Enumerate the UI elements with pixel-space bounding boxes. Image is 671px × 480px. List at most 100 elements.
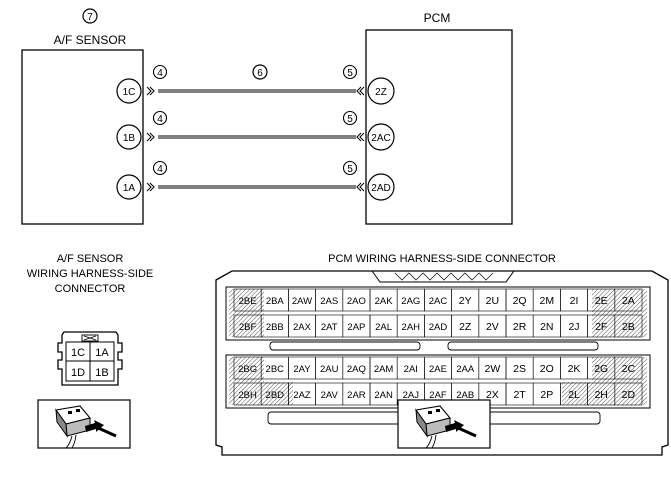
pcm-box	[365, 29, 513, 225]
svg-text:1C: 1C	[123, 87, 136, 98]
pcm-pin-label: 2M	[540, 295, 555, 307]
pcm-pin-label: 2E	[595, 295, 608, 307]
svg-text:4: 4	[157, 68, 163, 79]
pcm-pin-cell	[614, 314, 643, 338]
pcm-pin-label: 2P	[540, 389, 553, 401]
pcm-pin-label: 2Z	[459, 321, 472, 333]
sensor-pin: 1C	[116, 78, 142, 104]
pcm-terminal-callout: 5	[342, 110, 358, 126]
pcm-pin-label: 2K	[568, 363, 581, 375]
pcm-title: PCM	[424, 11, 451, 25]
pcm-connector-title: PCM WIRING HARNESS-SIDE CONNECTOR	[328, 253, 556, 265]
pcm-pin-label: 2BD	[266, 390, 285, 401]
pcm-pin-label: 2AY	[293, 364, 311, 375]
sensor-terminal-callout: 4	[152, 64, 168, 80]
svg-text:5: 5	[347, 68, 353, 79]
svg-text:2AC: 2AC	[371, 133, 390, 144]
pcm-terminal-callout: 5	[342, 160, 358, 176]
pcm-pin-label: 2Q	[513, 295, 527, 307]
wire-callout: 6	[252, 64, 268, 80]
pcm-pin: 2AD	[367, 173, 395, 201]
pcm-pin-label: 2AP	[347, 322, 365, 333]
pcm-pin-label: 2AQ	[347, 364, 366, 375]
sensor-pin: 1B	[116, 124, 142, 150]
pcm-pin-label: 2Y	[459, 295, 472, 307]
pcm-pin-label: 2AF	[429, 390, 447, 401]
pcm-pin-label: 2AT	[321, 322, 338, 333]
pcm-pin-label: 2BG	[238, 364, 257, 375]
wire-2: 4 5 1B 2AC	[116, 110, 395, 151]
pcm-pin-label: 2BA	[266, 296, 285, 307]
pcm-pin: 2AC	[367, 123, 395, 151]
svg-text:6: 6	[257, 68, 263, 79]
pcm-pin-label: 2AG	[401, 296, 420, 307]
pcm-pin-label: 2R	[513, 321, 527, 333]
pcm-pin-label: 2AK	[375, 296, 394, 307]
pcm-pin-cell	[614, 288, 643, 312]
pcm-pin-label: 2AV	[321, 390, 339, 401]
svg-text:2Z: 2Z	[375, 87, 387, 98]
pcm-pin-label: 2T	[513, 389, 526, 401]
pcm-pin-label: 2AA	[456, 364, 475, 375]
pcm-pin-label: 2AE	[429, 364, 447, 375]
pcm-pin-label: 2AH	[402, 322, 421, 333]
pcm-pin-label: 2I	[570, 295, 579, 307]
wire-3: 4 5 1A 2AD	[116, 160, 395, 201]
sensor-pin: 1A	[116, 174, 142, 200]
sensor-connector-title: A/F SENSOR WIRING HARNESS-SIDE CONNECTOR	[27, 253, 154, 295]
svg-text:5: 5	[347, 164, 353, 175]
pcm-pin-label: 2BC	[266, 364, 285, 375]
probe-connector-icon	[37, 399, 131, 449]
pcm-pin-label: 2X	[486, 389, 499, 401]
pcm-pin-label: 2AM	[374, 364, 394, 375]
pcm-pin-label: 2D	[622, 389, 636, 401]
svg-text:WIRING HARNESS-SIDE: WIRING HARNESS-SIDE	[27, 268, 154, 280]
sensor-title: A/F SENSOR	[54, 33, 127, 47]
svg-text:CONNECTOR: CONNECTOR	[55, 283, 126, 295]
sensor-terminal-callout: 4	[152, 110, 168, 126]
sensor-connector-face: 1C 1A 1D 1B	[57, 331, 123, 386]
pcm-pin-label: 2AC	[429, 296, 448, 307]
pcm-pin-label: 2U	[486, 295, 499, 307]
sensor-terminal-callout: 4	[152, 160, 168, 176]
svg-text:A/F SENSOR: A/F SENSOR	[57, 253, 124, 265]
pcm-pin-label: 2BH	[238, 390, 257, 401]
svg-text:4: 4	[157, 114, 163, 125]
pcm-pin-label: 2AJ	[403, 390, 420, 401]
pcm-pin-label: 2AU	[320, 364, 339, 375]
pcm-pin-label: 2BE	[239, 296, 257, 307]
pcm-pin-label: 2V	[486, 321, 499, 333]
pcm-pin-label: 2G	[594, 363, 608, 375]
svg-text:2AD: 2AD	[371, 183, 390, 194]
sensor-connector-pin: 1A	[95, 347, 109, 359]
pcm-pin-label: 2AL	[375, 322, 392, 333]
pcm-pin-label: 2N	[540, 321, 553, 333]
pcm-pin-label: 2AI	[404, 364, 418, 375]
pcm-pin-label: 2H	[594, 389, 607, 401]
pcm-pin-label: 2AR	[347, 390, 366, 401]
pcm-pin-label: 2C	[622, 363, 636, 375]
pcm-terminal-callout: 5	[342, 64, 358, 80]
probe-connector-icon	[397, 399, 491, 449]
pcm-pin-label: 2AX	[293, 322, 312, 333]
pcm-pin-label: 2L	[568, 389, 580, 401]
pcm-pin-cell	[614, 382, 643, 406]
pcm-pin-label: 2AB	[456, 390, 474, 401]
svg-text:4: 4	[157, 164, 163, 175]
pcm-pin: 2Z	[367, 77, 395, 105]
sensor-connector-pin: 1D	[71, 367, 85, 379]
pcm-pin-label: 2W	[485, 363, 501, 375]
pcm-pin-label: 2AW	[292, 296, 312, 307]
sensor-callout: 7	[82, 8, 98, 24]
wire-1: 4 5 1C 2Z	[116, 64, 395, 105]
pcm-pin-label: 2J	[568, 321, 579, 333]
svg-text:1B: 1B	[123, 133, 136, 144]
sensor-connector-pin: 1B	[95, 367, 108, 379]
pcm-pin-label: 2AD	[429, 322, 448, 333]
pcm-pin-label: 2O	[540, 363, 554, 375]
pcm-pin-label: 2B	[622, 321, 635, 333]
sensor-connector-pin: 1C	[71, 347, 85, 359]
